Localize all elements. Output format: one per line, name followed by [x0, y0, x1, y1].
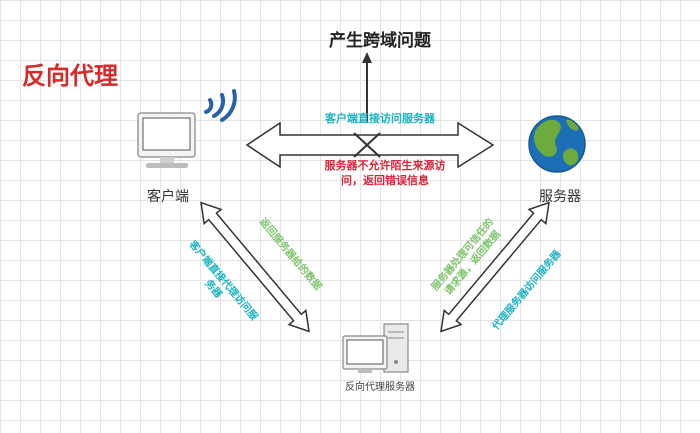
server-reject-label: 服务器不允许陌生来源访 问，返回错误信息 [290, 158, 480, 188]
problem-arrow [362, 52, 372, 122]
globe-icon [528, 115, 586, 173]
client-proxy-double-arrow [200, 201, 310, 333]
wifi-signal-icon [204, 89, 237, 122]
client-computer-icon [137, 112, 196, 168]
server-reject-line-1: 服务器不允许陌生来源访 [324, 159, 446, 172]
block-x-icon [353, 132, 381, 158]
client-to-server-label: 客户端直接访问服务器 [325, 112, 435, 125]
server-proxy-double-arrow [440, 201, 550, 333]
cross-origin-problem-label: 产生跨域问题 [329, 31, 431, 51]
client-server-double-arrow [245, 121, 495, 169]
server-label: 服务器 [539, 189, 581, 205]
proxy-server-icon [342, 323, 409, 373]
page-title: 反向代理 [22, 62, 118, 90]
client-label: 客户端 [147, 189, 189, 205]
proxy-server-label: 反向代理服务器 [345, 382, 415, 393]
server-reject-line-2: 问，返回错误信息 [341, 174, 429, 187]
